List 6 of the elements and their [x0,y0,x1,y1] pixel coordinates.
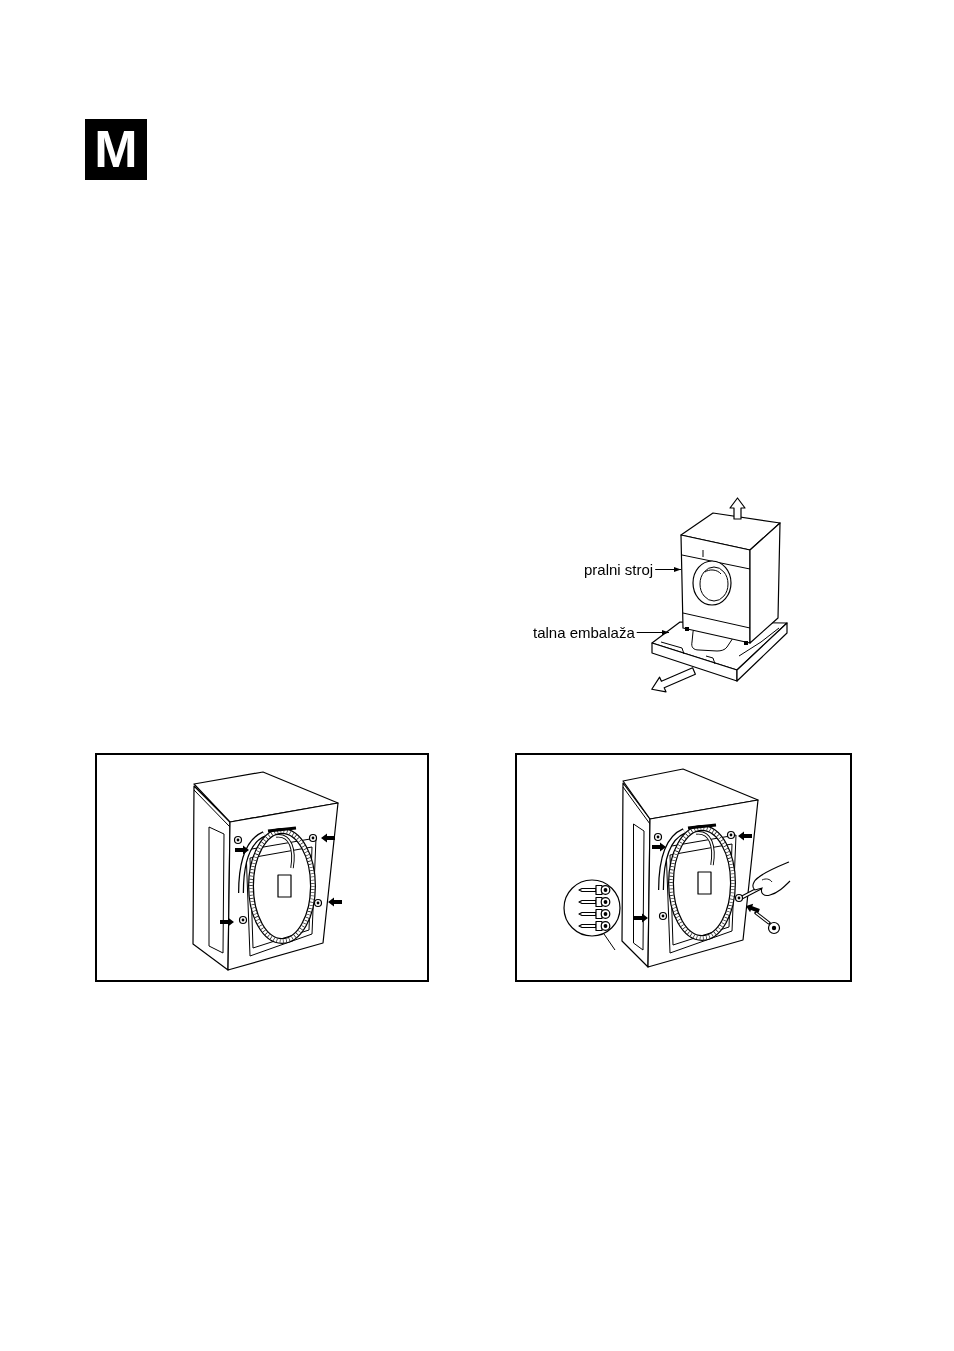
section-badge: M [85,119,147,180]
part-label: pralni stroj [584,561,654,578]
washing-machine-drawing [680,512,781,645]
leader-line [636,630,670,635]
part-label: talna embalaža [533,624,635,641]
leader-line [654,567,682,572]
